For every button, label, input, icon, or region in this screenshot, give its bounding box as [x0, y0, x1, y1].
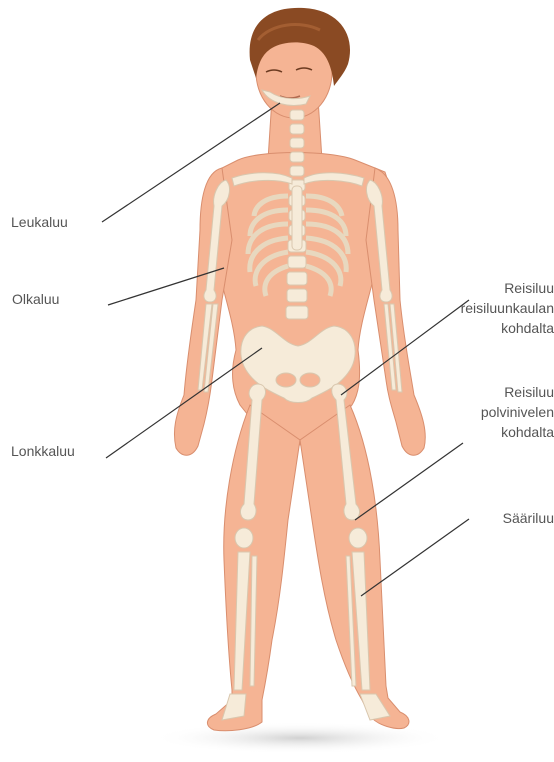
label-line: kohdalta	[461, 318, 554, 338]
label-leukaluu: Leukaluu	[11, 212, 68, 232]
label-olkaluu: Olkaluu	[12, 289, 59, 309]
label-reisiluu-reisiluunkaulan: Reisiluu reisiluunkaulan kohdalta	[461, 278, 554, 338]
label-line: polvinivelen	[481, 402, 554, 422]
label-lonkkaluu: Lonkkaluu	[11, 441, 75, 461]
label-line: reisiluunkaulan	[461, 298, 554, 318]
label-line: Reisiluu	[481, 382, 554, 402]
label-saariluu: Sääriluu	[503, 508, 554, 528]
label-line: Reisiluu	[461, 278, 554, 298]
label-line: kohdalta	[481, 422, 554, 442]
head	[250, 8, 350, 118]
label-reisiluu-polvinivelen: Reisiluu polvinivelen kohdalta	[481, 382, 554, 442]
